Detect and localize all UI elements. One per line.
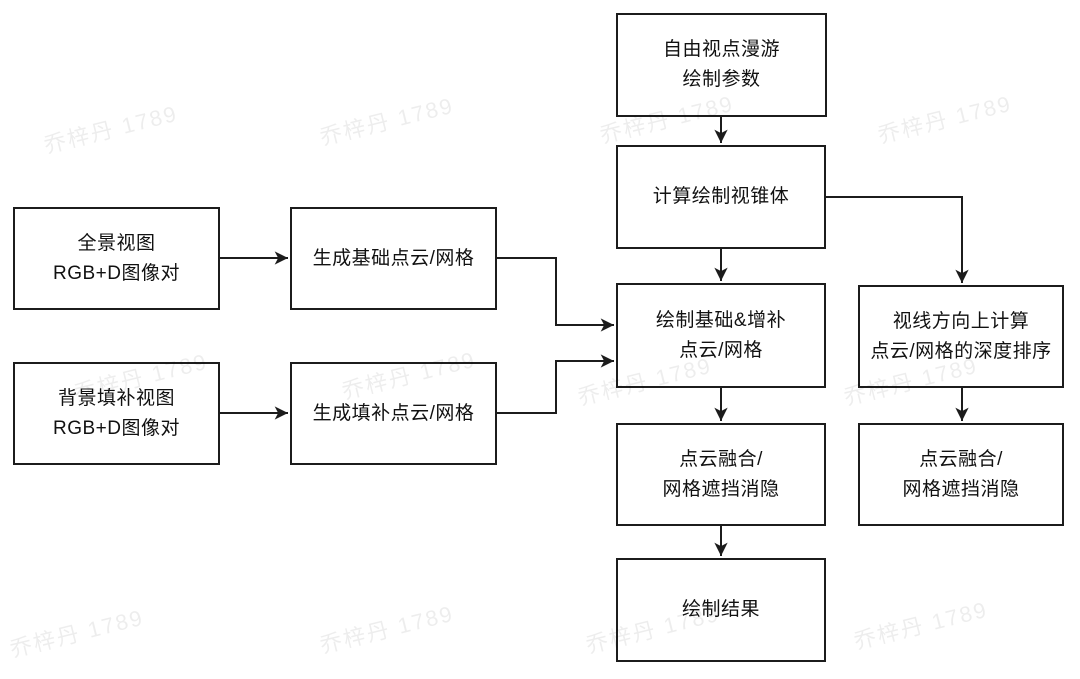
watermark: 乔梓丹 1789 xyxy=(875,90,1015,149)
node-label: 自由视点漫游 绘制参数 xyxy=(662,39,780,90)
watermark: 乔梓丹 1789 xyxy=(317,92,457,151)
node-label: 绘制基础&增补 点云/网格 xyxy=(655,309,787,361)
node-label: 全景视图 RGB+D图像对 xyxy=(53,232,180,284)
node-compute-frustum: 计算绘制视锥体 xyxy=(616,145,826,249)
node-panorama-view: 全景视图 RGB+D图像对 xyxy=(13,207,220,310)
node-free-viewpoint-params: 自由视点漫游 绘制参数 xyxy=(616,13,827,117)
node-label: 视线方向上计算 点云/网格的深度排序 xyxy=(870,310,1052,362)
node-generate-base-pointcloud: 生成基础点云/网格 xyxy=(290,207,497,310)
connector-genbase-to-render xyxy=(497,257,614,332)
node-label: 计算绘制视锥体 xyxy=(652,186,790,207)
watermark: 乔梓丹 1789 xyxy=(851,596,991,655)
connector-frustum-to-depth-sort xyxy=(826,196,969,283)
node-label: 点云融合/ 网格遮挡消隐 xyxy=(902,448,1020,500)
watermark: 乔梓丹 1789 xyxy=(7,604,147,663)
node-label: 背景填补视图 RGB+D图像对 xyxy=(53,387,180,439)
node-generate-fill-pointcloud: 生成填补点云/网格 xyxy=(290,362,497,465)
node-render-result: 绘制结果 xyxy=(616,558,826,662)
connector-genfill-to-render xyxy=(497,354,614,414)
node-background-fill-view: 背景填补视图 RGB+D图像对 xyxy=(13,362,220,465)
node-depth-sort: 视线方向上计算 点云/网格的深度排序 xyxy=(858,285,1064,388)
node-label: 生成填补点云/网格 xyxy=(312,402,475,424)
node-render-base-supplement: 绘制基础&增补 点云/网格 xyxy=(616,283,826,388)
node-label: 绘制结果 xyxy=(681,599,760,620)
node-fusion-center: 点云融合/ 网格遮挡消隐 xyxy=(616,423,826,526)
watermark: 乔梓丹 1789 xyxy=(41,100,181,159)
node-fusion-right: 点云融合/ 网格遮挡消隐 xyxy=(858,423,1064,526)
watermark: 乔梓丹 1789 xyxy=(317,600,457,659)
node-label: 生成基础点云/网格 xyxy=(312,247,475,269)
node-label: 点云融合/ 网格遮挡消隐 xyxy=(662,448,780,500)
